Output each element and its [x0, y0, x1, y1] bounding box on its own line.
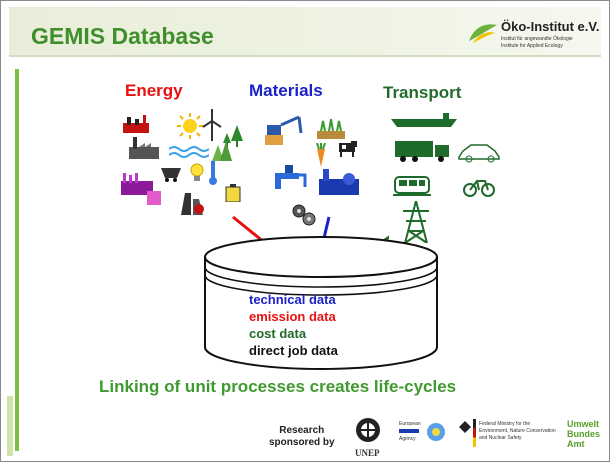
wind-turbine-icon [202, 109, 222, 141]
fuel-can-icon [147, 191, 161, 205]
ministry-line-1: Federal Ministry for the [479, 421, 531, 427]
cooling-tower-icon [181, 193, 204, 215]
side-vertical-band [7, 396, 13, 456]
title-bar [9, 7, 601, 57]
cow-icon [339, 141, 357, 157]
eu-stars-icon [427, 423, 445, 441]
thermometer-icon [209, 161, 217, 185]
power-pylon-icon [403, 201, 429, 243]
database-contents: technical data emission data cost data d… [249, 291, 399, 361]
ship-icon [391, 113, 457, 127]
ministry-line-3: and Nuclear Safety [479, 435, 522, 441]
coal-cart-icon [161, 168, 181, 182]
battery-icon [225, 184, 241, 202]
factory-icon [129, 137, 159, 159]
database-cylinder-icon [204, 236, 438, 370]
light-bulb-icon [190, 163, 204, 181]
ministry-line-2: Environment, Nature Conservation [479, 428, 556, 434]
gears-icon [292, 204, 316, 226]
data-line-technical: technical data [249, 292, 336, 307]
umweltbundesamt-logo: Umwelt Bundes Amt [567, 419, 600, 449]
category-energy: Energy [125, 81, 183, 100]
unep-globe-icon [356, 418, 380, 442]
umwelt-line-1: Umwelt [567, 419, 600, 429]
german-flag-stripe [473, 419, 476, 447]
category-materials: Materials [249, 81, 323, 100]
caption: Linking of unit processes creates life-c… [99, 377, 457, 396]
data-line-job: direct job data [249, 343, 338, 358]
left-accent-rule [15, 69, 19, 451]
tram-icon [393, 176, 431, 196]
eu-agency-line-1: European [399, 421, 421, 427]
research-line-1: Research [279, 425, 325, 436]
power-plant-icon [123, 115, 149, 133]
biomass-plants-icon [212, 141, 232, 161]
water-waves-icon [169, 146, 209, 158]
excavator-icon [265, 115, 303, 145]
eu-agency-bar [399, 429, 419, 433]
water-tap-icon [275, 165, 307, 189]
category-transport: Transport [383, 83, 462, 102]
truck-icon [395, 141, 449, 162]
logo-subtitle-de: Institut für angewandte Ökologie [501, 36, 573, 42]
slide-title: GEMIS Database [31, 23, 214, 49]
eu-agency-line-2: Agency [399, 436, 416, 442]
bicycle-icon [463, 180, 495, 197]
sun-icon [177, 113, 203, 139]
eagle-icon [459, 421, 471, 433]
refinery-icon [121, 173, 153, 195]
ministry-logo: Federal Ministry for the Environment, Na… [459, 419, 559, 453]
logo-name: Öko-Institut e.V. [501, 19, 600, 34]
research-sponsored-label: Research sponsored by [269, 425, 335, 449]
crops-field-icon [317, 119, 345, 139]
umwelt-line-2: Bundes [567, 429, 601, 439]
umwelt-line-3: Amt [567, 439, 585, 449]
data-line-emission: emission data [249, 309, 336, 324]
data-line-cost: cost data [249, 326, 307, 341]
chemical-plant-icon [319, 169, 359, 195]
unep-logo: UNEP [353, 415, 383, 459]
research-line-2: sponsored by [269, 437, 335, 448]
leaf-logo-icon [469, 24, 497, 43]
carrot-icon [316, 143, 326, 167]
car-icon [458, 144, 500, 163]
logo-subtitle-en: Institute for Applied Ecology [501, 43, 563, 49]
eu-agency-logo: European Agency [399, 421, 449, 451]
unep-label: UNEP [355, 448, 380, 458]
oeko-institut-logo: Öko-Institut e.V. Institut für angewandt… [467, 19, 599, 53]
